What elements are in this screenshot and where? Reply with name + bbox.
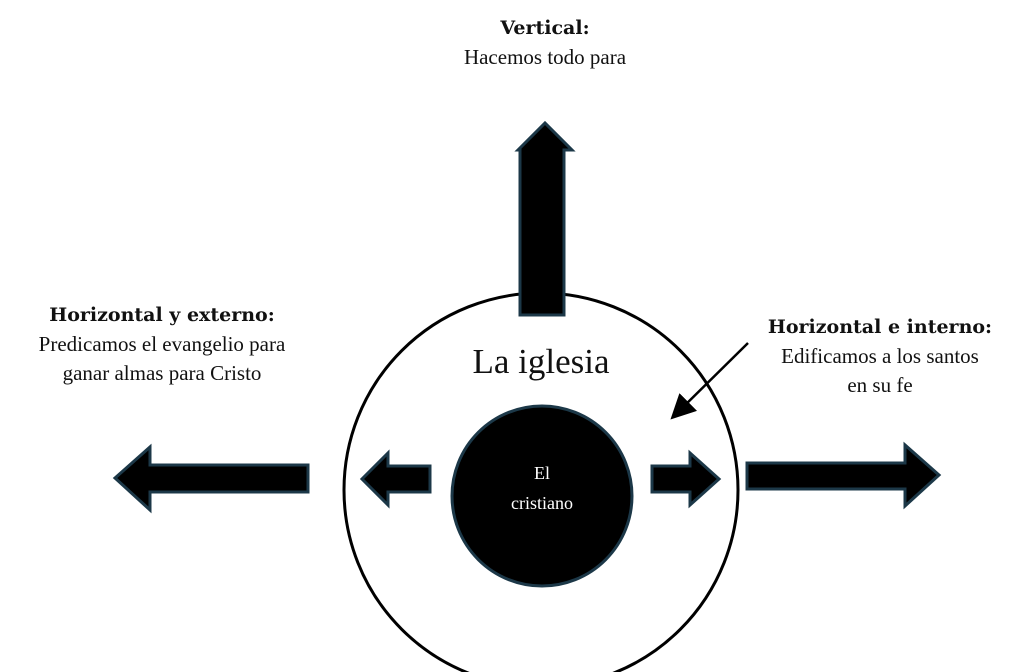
external-line2: ganar almas para Cristo [62, 361, 262, 385]
vertical-title: Vertical: [500, 17, 590, 39]
internal-line1: Edificamos a los santos [781, 344, 979, 368]
internal-title: Horizontal e interno: [767, 316, 993, 338]
external-label: Horizontal y externo: Predicamos el evan… [12, 301, 312, 388]
vertical-label: Vertical: Hacemos todo para [395, 14, 695, 72]
christian-line2: cristiano [511, 493, 573, 513]
arrow-left-inner [359, 449, 432, 509]
arrow-left-outer [112, 443, 310, 514]
internal-line2: en su fe [847, 373, 913, 397]
pointer-arrow-internal [670, 342, 749, 420]
christian-line1: El [534, 463, 550, 483]
arrow-up-vertical [514, 120, 576, 317]
christian-label: El cristiano [452, 458, 632, 518]
arrow-right-outer [745, 441, 942, 510]
internal-label: Horizontal e interno: Edificamos a los s… [740, 313, 1020, 400]
external-title: Horizontal y externo: [49, 304, 275, 326]
external-line1: Predicamos el evangelio para [38, 332, 286, 356]
christian-circle [450, 404, 634, 588]
arrow-right-inner [650, 449, 722, 509]
vertical-text: Hacemos todo para [463, 45, 627, 69]
church-label: La iglesia [472, 342, 610, 381]
